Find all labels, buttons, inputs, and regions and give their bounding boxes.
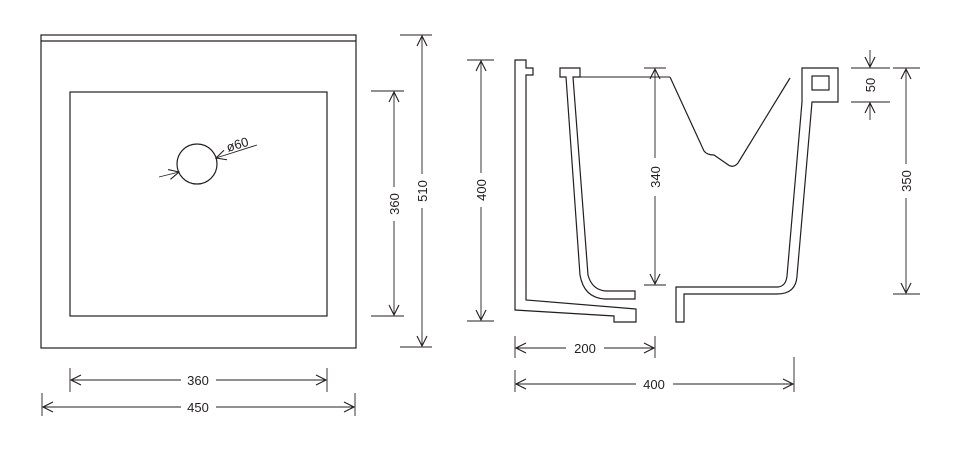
bowl-front-wall-profile: [559, 67, 636, 300]
overflow-notch-profile: [669, 76, 791, 167]
overflow-channel: [811, 75, 830, 91]
height-bowl-label: 340: [648, 166, 663, 188]
hole-diameter-label: ø60: [224, 134, 250, 155]
height-total-dimension: 400: [467, 59, 494, 322]
height-outer-dimension: 510: [400, 34, 432, 348]
rim-height-dimension: 50: [851, 50, 890, 120]
rim-height-label: 50: [863, 78, 878, 92]
height-inner-label: 360: [387, 193, 402, 215]
depth-half-label: 200: [574, 341, 596, 356]
height-overall-dimension: 350: [893, 67, 920, 295]
depth-half-dimension: 200: [514, 336, 656, 358]
sink-bowl-outline: [69, 91, 328, 317]
height-total-label: 400: [474, 179, 489, 201]
depth-total-dimension: 400: [514, 357, 795, 392]
width-outer-label: 450: [187, 400, 209, 415]
bowl-back-wall-profile: [675, 67, 839, 323]
height-inner-dimension: 360: [371, 90, 404, 317]
width-outer-dimension: 450: [41, 393, 356, 416]
width-inner-label: 360: [187, 373, 209, 388]
depth-total-label: 400: [643, 377, 665, 392]
drain-hole: [176, 143, 218, 185]
height-outer-label: 510: [415, 180, 430, 202]
height-bowl-dimension: 340: [644, 67, 666, 286]
hole-diameter-dimension: ø60: [158, 134, 258, 177]
back-bracket-profile: [514, 59, 637, 323]
sink-outer-outline: [40, 34, 357, 349]
front-view: ø60 360 450 360: [40, 34, 432, 416]
height-overall-label: 350: [899, 170, 914, 192]
width-inner-dimension: 360: [69, 368, 328, 392]
side-section-view: 400 340 50 350: [467, 50, 920, 392]
